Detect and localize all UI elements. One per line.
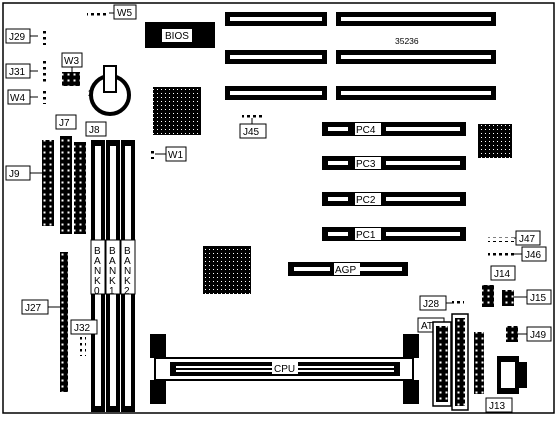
j49-callout xyxy=(526,326,552,342)
j8-connector xyxy=(74,142,86,234)
j15-header xyxy=(502,290,514,306)
j32-header xyxy=(80,336,86,356)
j46-label: J46 xyxy=(525,250,542,261)
pci-slot-1: PC1 xyxy=(322,227,466,241)
j7-connector xyxy=(60,136,72,234)
pci-slot-4: PC4 xyxy=(322,122,466,136)
j31-header xyxy=(40,60,48,82)
j47-callout xyxy=(515,230,541,246)
pci-slot-3-label: PC3 xyxy=(356,159,376,170)
w4-jumper xyxy=(40,90,48,104)
j47-header xyxy=(488,237,514,242)
j29-header xyxy=(40,29,46,45)
j28-header xyxy=(452,299,464,305)
j45-label: J45 xyxy=(243,127,260,138)
w5-jumper xyxy=(87,10,109,16)
j15-callout xyxy=(526,289,552,305)
j27-connector xyxy=(60,252,68,392)
j28-label: J28 xyxy=(423,299,440,310)
w5-label: W5 xyxy=(117,8,132,19)
j13-header xyxy=(474,332,484,394)
bios-label: BIOS xyxy=(165,31,189,42)
isa-slots xyxy=(225,12,496,100)
agp-label: AGP xyxy=(335,265,356,276)
atx-label: ATX xyxy=(421,321,440,332)
j7-label: J7 xyxy=(59,118,70,129)
j31-label: J31 xyxy=(9,67,26,78)
w1-label: W1 xyxy=(168,150,183,161)
pci-slots: PC4 PC3 PC2 PC1 xyxy=(322,122,466,241)
board-model-number: 35236 xyxy=(395,36,419,46)
agp-slot: AGP xyxy=(288,262,408,276)
pci-slot-1-label: PC1 xyxy=(356,230,376,241)
cpu-slot: CPU xyxy=(150,334,419,404)
w3-jumper xyxy=(62,72,80,86)
j32-callout xyxy=(70,319,98,335)
w1-callout xyxy=(165,146,187,162)
j29-label: J29 xyxy=(9,32,26,43)
pci-slot-2: PC2 xyxy=(322,192,466,206)
j14-callout xyxy=(490,265,516,281)
w5-callout xyxy=(113,4,137,20)
pci-slot-4-label: PC4 xyxy=(356,125,376,136)
chipset-north xyxy=(153,87,201,135)
j8-label: J8 xyxy=(89,125,100,136)
j8-callout xyxy=(85,121,107,137)
j27-label: J27 xyxy=(25,303,42,314)
j45-header xyxy=(242,112,262,118)
chipset-south xyxy=(203,246,251,294)
j13-callout xyxy=(485,397,513,413)
w1-jumper xyxy=(149,149,155,159)
j45-callout xyxy=(239,123,267,139)
j49-header xyxy=(506,326,518,342)
cpu-label: CPU xyxy=(274,364,295,375)
pci-slot-2-label: PC2 xyxy=(356,195,376,206)
j14-header xyxy=(482,285,494,307)
j9-connector xyxy=(42,140,54,226)
j9-label: J9 xyxy=(9,169,20,180)
j47-label: J47 xyxy=(519,234,536,245)
io-chip xyxy=(478,124,512,158)
w4-label: W4 xyxy=(10,93,25,104)
j7-callout xyxy=(55,114,77,130)
j13-label: J13 xyxy=(489,401,506,412)
pci-slot-3: PC3 xyxy=(322,156,466,170)
j49-label: J49 xyxy=(530,330,547,341)
w3-label: W3 xyxy=(64,56,79,67)
battery-pin-label: 2 xyxy=(88,88,93,98)
j32-label: J32 xyxy=(74,323,91,334)
j14-label: J14 xyxy=(494,269,511,280)
j46-header xyxy=(488,252,514,257)
j46-callout xyxy=(521,246,547,262)
j15-label: J15 xyxy=(530,293,547,304)
